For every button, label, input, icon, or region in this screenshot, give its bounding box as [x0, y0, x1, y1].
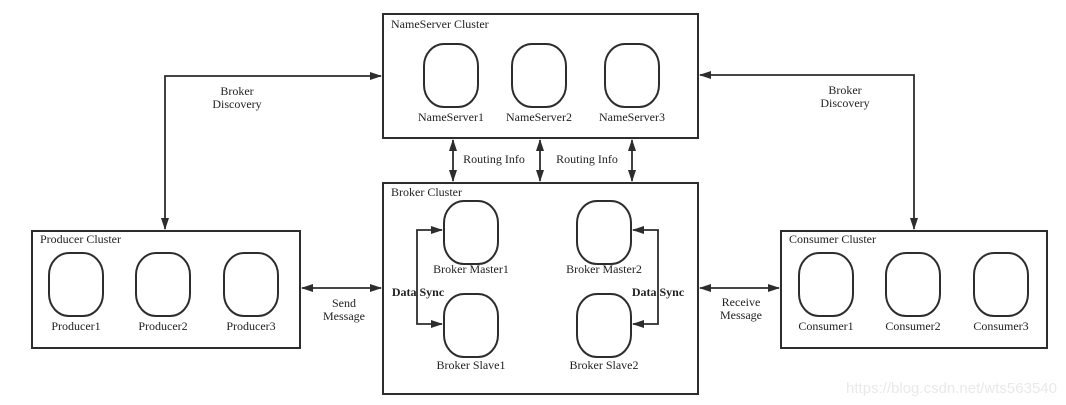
consumer2-label: Consumer2: [885, 319, 940, 333]
broker-discovery-right-label-line2: Discovery: [820, 96, 869, 110]
broker-slave2-label: Broker Slave2: [570, 358, 639, 372]
data-sync-right-arrow: [632, 226, 659, 328]
data-sync-right-label: Data Sync: [632, 285, 685, 299]
consumer2-node: [885, 252, 941, 317]
nameserver2-label: NameServer2: [506, 110, 572, 124]
broker-cluster-title: Broker Cluster: [391, 185, 462, 199]
nameserver3-label: NameServer3: [599, 110, 665, 124]
broker-discovery-left-label-line2: Discovery: [212, 97, 261, 111]
broker-slave1-label: Broker Slave1: [437, 358, 506, 372]
consumer1-node: [798, 252, 854, 317]
watermark: https://blog.csdn.net/wts563540: [846, 380, 1057, 397]
broker-slave2-node: [576, 293, 632, 358]
producer2-node: [135, 252, 191, 317]
routing-info-right-label: Routing Info: [556, 152, 618, 166]
producer2-label: Producer2: [138, 319, 187, 333]
data-sync-left-arrow: [416, 226, 443, 328]
broker-discovery-right-label-line1: Broker: [828, 83, 861, 97]
receive-message-label-line2: Message: [720, 308, 762, 322]
nameserver3-node: [604, 43, 660, 108]
producer1-node: [48, 252, 104, 317]
send-message-label-line2: Message: [323, 309, 365, 323]
broker-master1-label: Broker Master1: [433, 262, 509, 276]
broker-slave1-node: [443, 293, 499, 358]
broker-master2-label: Broker Master2: [566, 262, 642, 276]
nameserver-cluster-title: NameServer Cluster: [391, 17, 489, 31]
broker-master1-node: [443, 200, 499, 265]
broker-cluster: Broker Cluster Broker Master1 Broker Mas…: [382, 182, 699, 395]
producer-cluster-title: Producer Cluster: [40, 232, 121, 246]
producer3-node: [223, 252, 279, 317]
producer-cluster: Producer Cluster Producer1 Producer2 Pro…: [31, 230, 301, 349]
nameserver1-node: [423, 43, 479, 108]
producer1-label: Producer1: [51, 319, 100, 333]
consumer3-node: [973, 252, 1029, 317]
send-message-label-line1: Send: [332, 296, 356, 310]
consumer-cluster: Consumer Cluster Consumer1 Consumer2 Con…: [780, 230, 1048, 349]
consumer-cluster-title: Consumer Cluster: [789, 232, 876, 246]
broker-discovery-right-arrow: [699, 71, 918, 230]
routing-info-left-label: Routing Info: [463, 152, 525, 166]
producer3-label: Producer3: [226, 319, 275, 333]
broker-master2-node: [576, 200, 632, 265]
broker-discovery-left-arrow: [161, 72, 382, 230]
nameserver1-label: NameServer1: [418, 110, 484, 124]
consumer3-label: Consumer3: [973, 319, 1028, 333]
data-sync-left-label: Data Sync: [392, 285, 445, 299]
consumer1-label: Consumer1: [798, 319, 853, 333]
nameserver2-node: [511, 43, 567, 108]
broker-discovery-left-label-line1: Broker: [220, 84, 253, 98]
nameserver-cluster: NameServer Cluster NameServer1 NameServe…: [382, 13, 699, 139]
receive-message-label-line1: Receive: [722, 295, 761, 309]
